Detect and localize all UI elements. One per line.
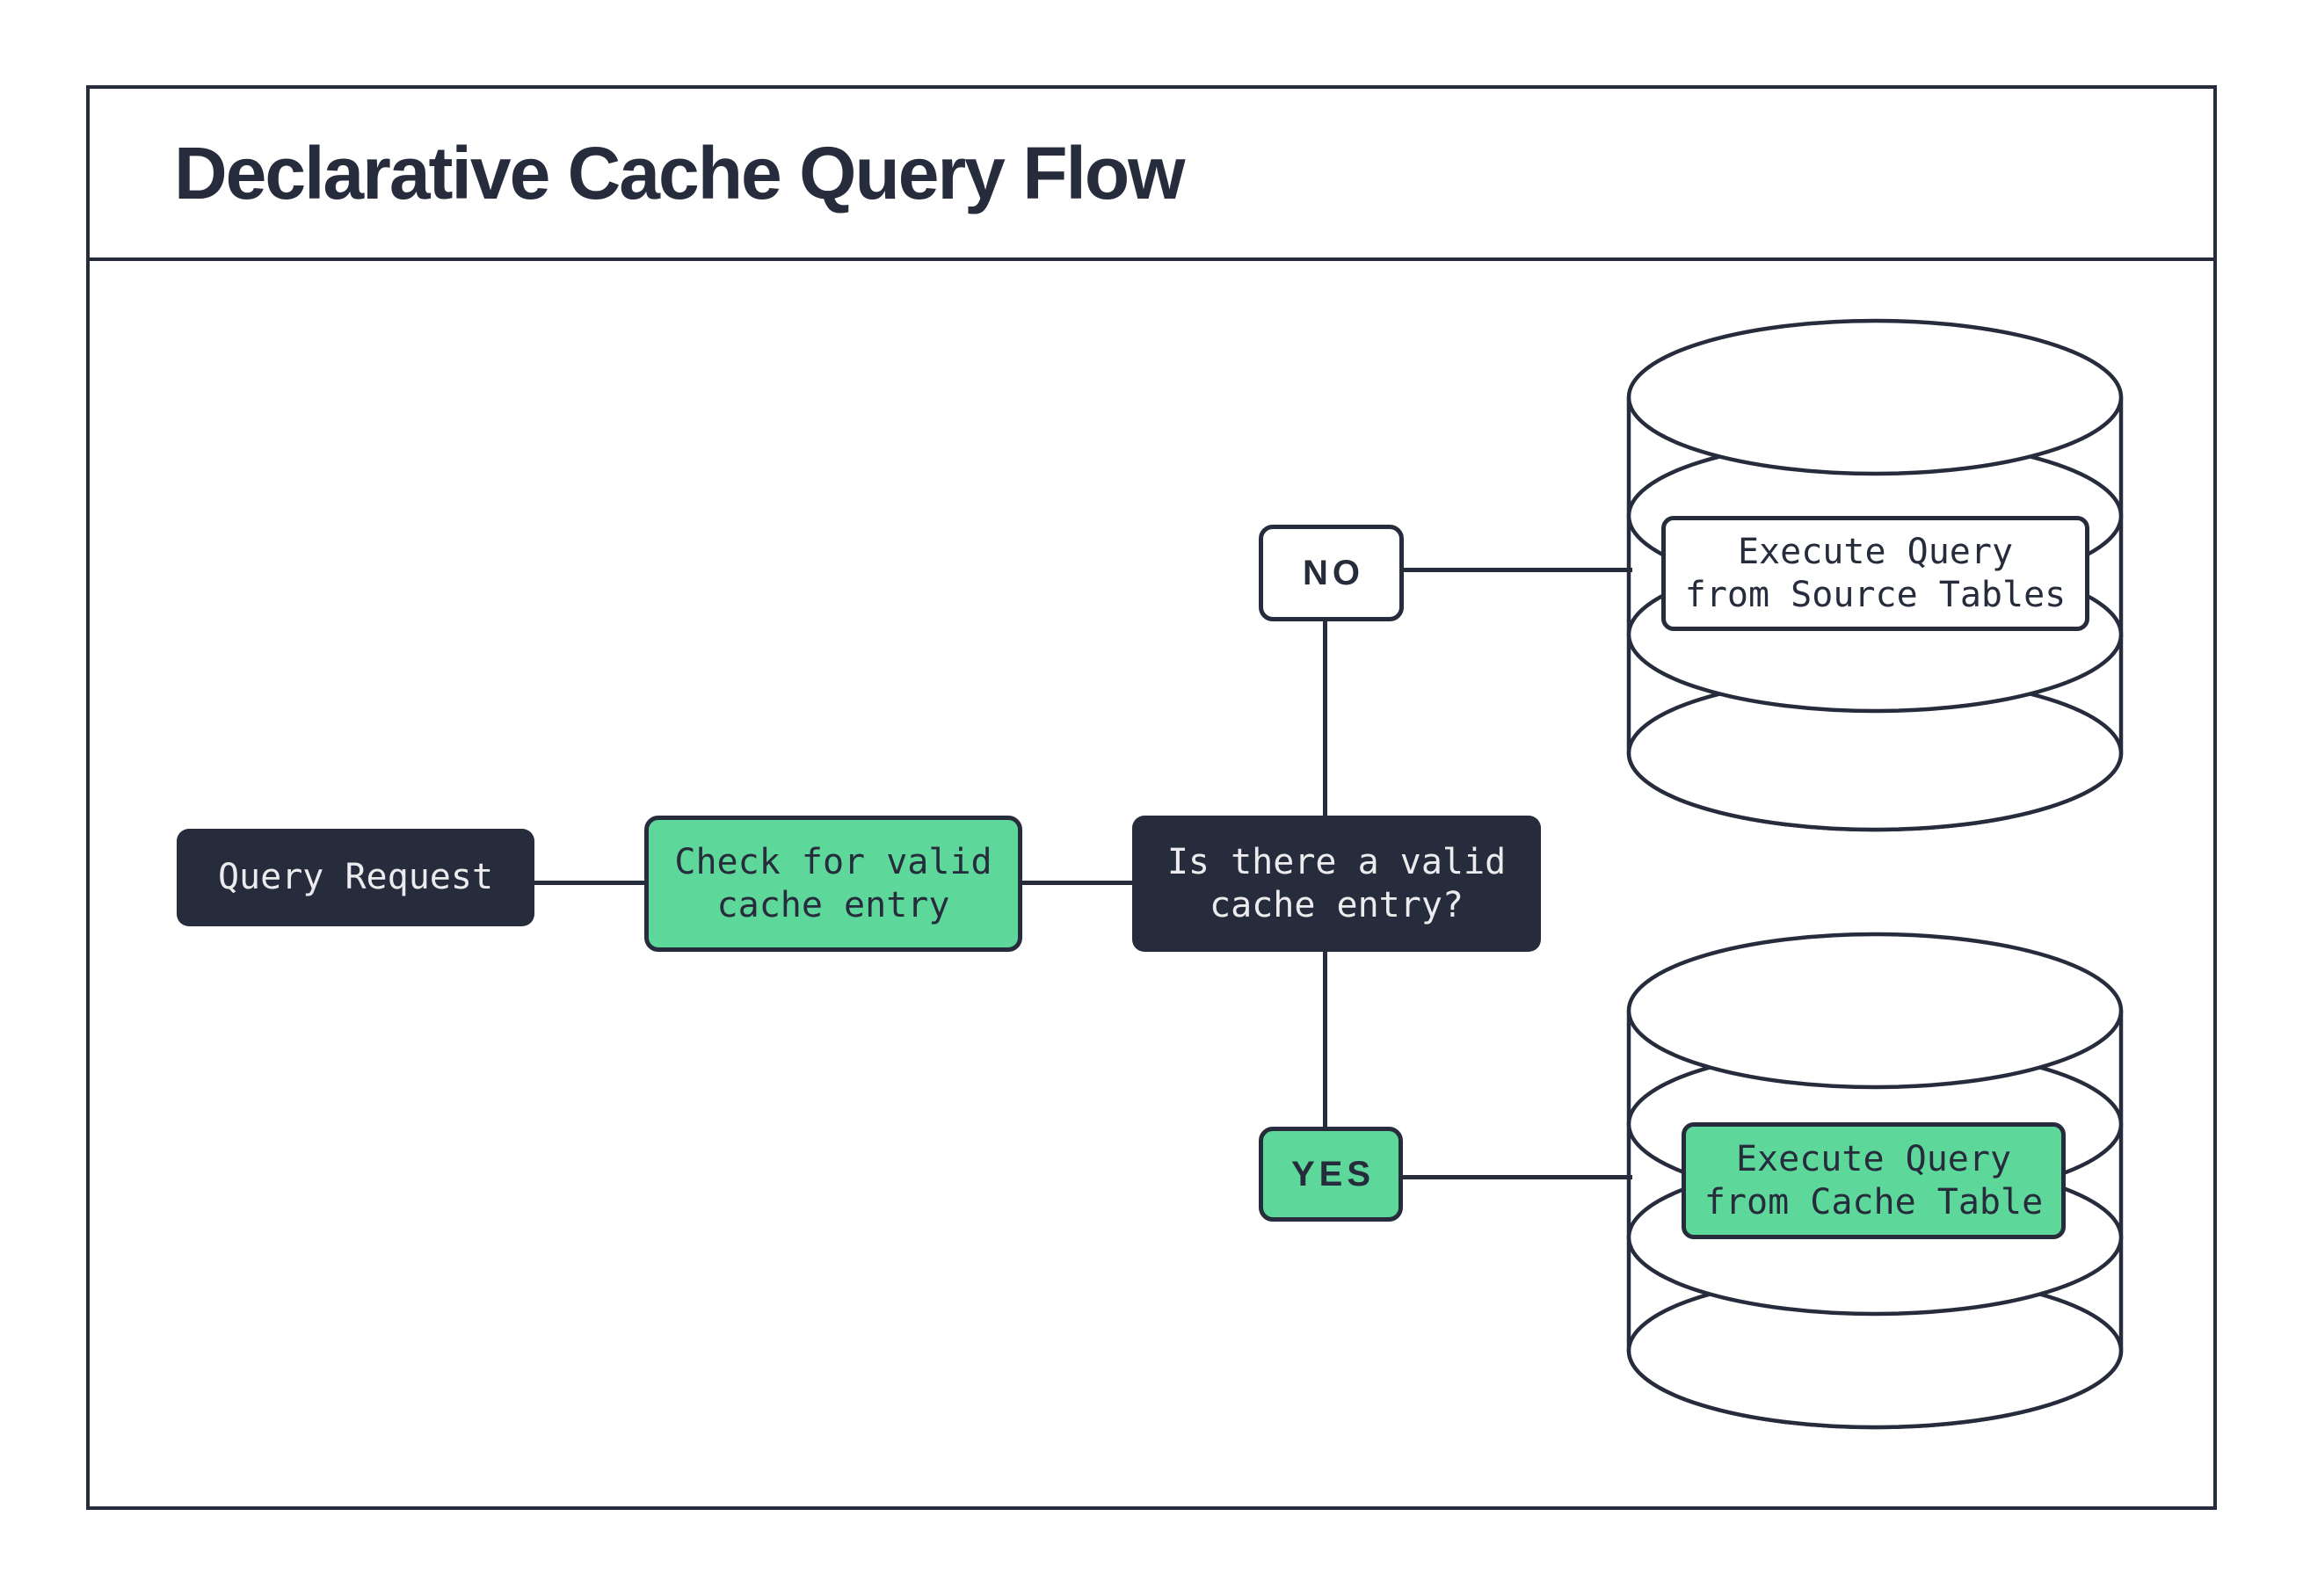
edge-query-to-check	[527, 881, 650, 885]
node-execute-cache: Execute Query from Cache Table	[1682, 1122, 2066, 1239]
node-decision: Is there a valid cache entry?	[1132, 816, 1541, 952]
node-execute-source-line2: from Source Tables	[1684, 574, 2067, 615]
node-decision-line2: cache entry?	[1210, 884, 1464, 925]
node-query-request-label: Query Request	[217, 857, 494, 898]
diagram-title: Declarative Cache Query Flow	[174, 131, 1186, 214]
node-execute-cache-line2: from Cache Table	[1704, 1181, 2044, 1222]
edge-no-to-source-db	[1400, 568, 1632, 572]
edge-check-to-decision	[1016, 881, 1139, 885]
node-branch-no: NO	[1259, 525, 1404, 621]
edge-decision-to-no	[1323, 615, 1327, 820]
edge-decision-to-yes	[1323, 948, 1327, 1131]
node-decision-line1: Is there a valid	[1166, 841, 1507, 882]
node-check-cache-line2: cache entry	[716, 884, 950, 925]
edge-yes-to-cache-db	[1400, 1175, 1632, 1179]
node-check-cache: Check for valid cache entry	[644, 816, 1022, 952]
node-branch-no-label: NO	[1303, 553, 1364, 592]
node-branch-yes: YES	[1259, 1127, 1403, 1222]
node-execute-source: Execute Query from Source Tables	[1661, 516, 2089, 631]
node-execute-cache-line1: Execute Query	[1735, 1138, 2012, 1179]
header-band: Declarative Cache Query Flow	[90, 89, 2213, 261]
node-execute-source-line1: Execute Query	[1737, 531, 2014, 572]
node-branch-yes-label: YES	[1290, 1154, 1376, 1193]
node-query-request: Query Request	[177, 829, 534, 926]
node-check-cache-line1: Check for valid	[674, 841, 992, 882]
